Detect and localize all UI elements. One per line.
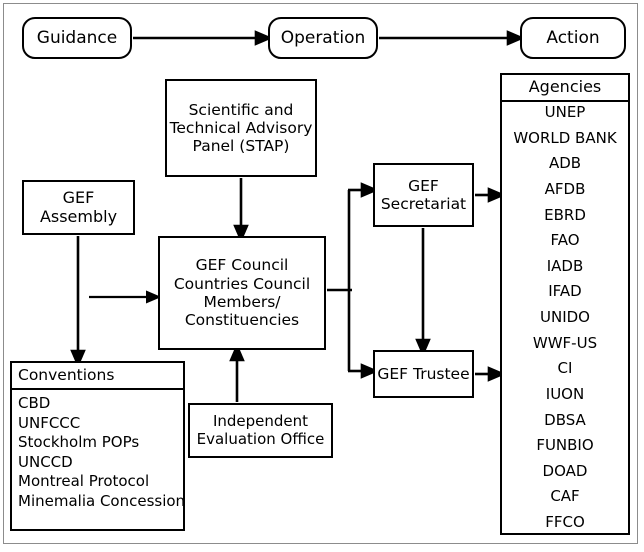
list-item: UNIDO	[540, 308, 590, 326]
agencies-title: Agencies	[502, 75, 628, 102]
list-item: CI	[557, 359, 573, 378]
node-guidance[interactable]: Guidance	[22, 17, 132, 59]
list-item: FAO	[550, 231, 580, 250]
list-item: DBSA	[544, 410, 586, 429]
list-item: CBD	[18, 394, 51, 412]
list-item: ADB	[548, 154, 582, 173]
diagram-outer-frame	[3, 3, 638, 544]
node-independent-evaluation-office[interactable]: Independent Evaluation Office	[188, 403, 333, 458]
node-gef-assembly[interactable]: GEF Assembly	[22, 180, 135, 235]
conventions-title: Conventions	[12, 363, 183, 390]
list-item: EBRD	[544, 205, 586, 224]
node-operation[interactable]: Operation	[268, 17, 378, 59]
list-item: UNEP	[544, 103, 586, 121]
list-item: Minemalia Concession	[18, 491, 186, 510]
list-item: WORLD BANK	[513, 128, 617, 147]
node-ieo-line-2: Evaluation Office	[196, 429, 325, 448]
list-item: CAF	[550, 487, 580, 506]
list-item: IUON	[545, 384, 585, 403]
node-conventions[interactable]: Conventions CBD UNFCCC Stockholm POPs UN…	[10, 361, 185, 531]
node-agencies[interactable]: Agencies UNEP WORLD BANK ADB AFDB EBRD F…	[500, 73, 630, 535]
list-item: FUNBIO	[536, 436, 594, 455]
node-stap-line-1: Scientific and	[188, 100, 294, 119]
list-item: DOAD	[542, 461, 588, 480]
list-item: Montreal Protocol	[18, 472, 150, 490]
node-gef-council-line-1: GEF Council	[195, 256, 289, 275]
node-gef-council-line-4: Constituencies	[184, 311, 300, 330]
list-item: AFDB	[544, 179, 586, 198]
node-gef-trustee[interactable]: GEF Trustee	[373, 350, 474, 398]
node-stap[interactable]: Scientific and Technical Advisory Panel …	[165, 79, 317, 177]
list-item: FFCO	[545, 513, 585, 531]
node-gef-council-line-3: Members/	[203, 293, 281, 311]
node-gef-council[interactable]: GEF Council Countries Council Members/ C…	[158, 236, 326, 350]
node-gef-council-line-2: Countries Council	[173, 274, 311, 293]
node-action[interactable]: Action	[520, 17, 626, 59]
list-item: WWF-US	[532, 333, 598, 352]
node-gef-assembly-line-1: GEF	[62, 187, 95, 207]
node-guidance-label: Guidance	[36, 27, 118, 48]
list-item: UNFCCC	[18, 413, 81, 432]
node-stap-line-2: Technical Advisory	[169, 118, 313, 137]
node-ieo-line-1: Independent	[212, 411, 309, 430]
node-stap-line-3: Panel (STAP)	[192, 137, 290, 156]
list-item: Stockholm POPs	[18, 433, 140, 451]
list-item: IADB	[546, 256, 584, 275]
node-operation-label: Operation	[280, 27, 366, 48]
node-gef-secretariat-line-2: Secretariat	[380, 195, 467, 213]
list-item: UNCCD	[18, 452, 73, 471]
list-item: IFAD	[548, 282, 582, 301]
node-gef-assembly-line-2: Assembly	[39, 206, 118, 226]
node-gef-trustee-line-1: GEF Trustee	[377, 364, 470, 383]
node-gef-secretariat-line-1: GEF	[408, 176, 439, 195]
conventions-list: CBD UNFCCC Stockholm POPs UNCCD Montreal…	[12, 390, 186, 529]
node-gef-secretariat[interactable]: GEF Secretariat	[373, 163, 474, 227]
agencies-list: UNEP WORLD BANK ADB AFDB EBRD FAO IADB I…	[502, 102, 628, 533]
node-action-label: Action	[546, 27, 600, 48]
